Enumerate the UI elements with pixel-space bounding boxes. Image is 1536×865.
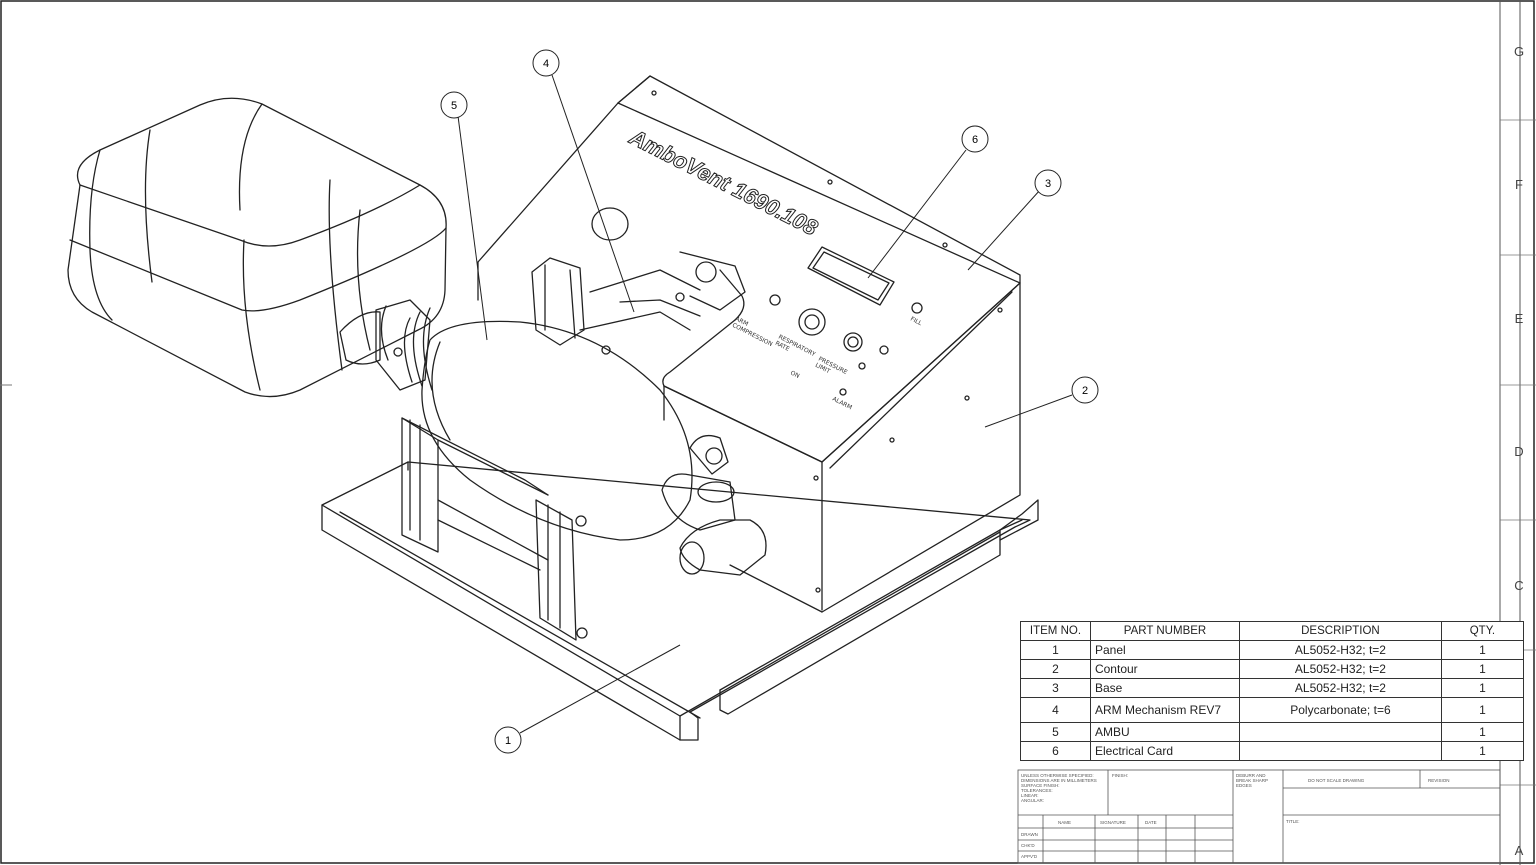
bom-description xyxy=(1239,722,1442,742)
panel-label-rate: RESPIRATORYRATE xyxy=(774,334,817,365)
balloon-6: 6 xyxy=(961,125,989,153)
date-col-label: DATE xyxy=(1145,820,1157,825)
title-block-grid xyxy=(1017,769,1501,864)
base-plate xyxy=(321,461,1039,741)
bom-item-no: 3 xyxy=(1020,678,1091,698)
bom-part-number: Electrical Card xyxy=(1089,741,1241,761)
svg-text:6: 6 xyxy=(972,134,978,146)
bom-qty: 1 xyxy=(1440,678,1525,698)
bom-header-qty: QTY. xyxy=(1440,621,1525,641)
balloon-4: 4 xyxy=(532,49,560,77)
bom-item-no: 5 xyxy=(1020,722,1091,742)
support-frame xyxy=(401,417,588,641)
bom-part-number: Contour xyxy=(1089,659,1241,679)
bom-part-number: Base xyxy=(1089,678,1241,698)
bom-description: Polycarbonate; t=6 xyxy=(1239,697,1442,723)
svg-text:2: 2 xyxy=(1082,385,1088,397)
bill-of-materials: ITEM NO. PART NUMBER DESCRIPTION QTY. 1 … xyxy=(1020,621,1525,761)
zone-letter-e: E xyxy=(1514,311,1524,326)
bom-header-part: PART NUMBER xyxy=(1089,621,1241,641)
bom-description: AL5052-H32; t=2 xyxy=(1239,659,1442,679)
revision-label: REVISION xyxy=(1428,778,1450,783)
bom-qty: 1 xyxy=(1440,741,1525,761)
svg-text:3: 3 xyxy=(1045,178,1051,190)
bom-qty: 1 xyxy=(1440,697,1525,723)
bom-part-number: ARM Mechanism REV7 xyxy=(1089,697,1241,723)
title-label: TITLE: xyxy=(1286,819,1300,824)
balloon-3: 3 xyxy=(1034,169,1062,197)
bom-row: 5 AMBU 1 xyxy=(1020,722,1525,742)
bom-qty: 1 xyxy=(1440,659,1525,679)
zone-letter-c: C xyxy=(1514,578,1524,593)
panel-label-pressure: PRESSURELIMIT xyxy=(814,356,849,383)
oxygen-reservoir xyxy=(67,97,447,398)
bom-row: 4 ARM Mechanism REV7 Polycarbonate; t=6 … xyxy=(1020,697,1525,723)
bom-header-item: ITEM NO. xyxy=(1020,621,1091,641)
bom-item-no: 6 xyxy=(1020,741,1091,761)
zone-letter-f: F xyxy=(1515,177,1523,192)
bom-description: AL5052-H32; t=2 xyxy=(1239,678,1442,698)
bom-item-no: 4 xyxy=(1020,697,1091,723)
bom-item-no: 2 xyxy=(1020,659,1091,679)
title-block: UNLESS OTHERWISE SPECIFIED: DIMENSIONS A… xyxy=(1018,770,1500,863)
do-not-scale-note: DO NOT SCALE DRAWING xyxy=(1308,778,1365,783)
balloon-1: 1 xyxy=(494,726,522,754)
bom-description: AL5052-H32; t=2 xyxy=(1239,640,1442,660)
panel-label-compression: ARMCOMPRESSION xyxy=(731,316,777,349)
checked-label: CHK'D xyxy=(1021,843,1035,848)
arm-mechanism xyxy=(531,251,767,576)
bom-header-row: ITEM NO. PART NUMBER DESCRIPTION QTY. xyxy=(1020,621,1525,641)
housing xyxy=(477,75,1021,613)
bom-part-number: Panel xyxy=(1089,640,1241,660)
drawn-label: DRAWN xyxy=(1021,832,1038,837)
logo-text: AmboVent 1690.108 xyxy=(625,124,822,241)
svg-text:1: 1 xyxy=(505,735,511,747)
bom-part-number: AMBU xyxy=(1089,722,1241,742)
balloon-2: 2 xyxy=(1071,376,1099,404)
deburr-note: DEBURR AND BREAK SHARP EDGES xyxy=(1236,773,1269,788)
bom-header-description: DESCRIPTION xyxy=(1239,621,1442,641)
bom-row: 6 Electrical Card 1 xyxy=(1020,741,1525,761)
bom-row: 2 Contour AL5052-H32; t=2 1 xyxy=(1020,659,1525,679)
balloon-5: 5 xyxy=(440,91,468,119)
zone-letter-g: G xyxy=(1513,44,1525,59)
name-col-label: NAME xyxy=(1058,820,1072,825)
finish-label: FINISH: xyxy=(1112,773,1129,778)
bom-item-no: 1 xyxy=(1020,640,1091,660)
tolerance-note: UNLESS OTHERWISE SPECIFIED: DIMENSIONS A… xyxy=(1021,773,1097,803)
svg-text:5: 5 xyxy=(451,100,457,112)
panel-label-fill: FILL xyxy=(909,316,923,328)
panel-label-alarm: ALARM xyxy=(831,396,853,412)
bom-row: 1 Panel AL5052-H32; t=2 1 xyxy=(1020,640,1525,660)
balloon-leaders xyxy=(457,74,1073,734)
approved-label: APPV'D xyxy=(1021,854,1038,859)
zone-letter-d: D xyxy=(1514,444,1524,459)
panel-label-on: ON xyxy=(789,370,800,380)
bom-qty: 1 xyxy=(1440,640,1525,660)
bom-qty: 1 xyxy=(1440,722,1525,742)
zone-letter-a: A xyxy=(1514,843,1524,858)
bom-description xyxy=(1239,741,1442,761)
ambu-bag xyxy=(375,299,693,541)
bom-row: 3 Base AL5052-H32; t=2 1 xyxy=(1020,678,1525,698)
svg-text:4: 4 xyxy=(543,58,549,70)
signature-col-label: SIGNATURE xyxy=(1100,820,1126,825)
